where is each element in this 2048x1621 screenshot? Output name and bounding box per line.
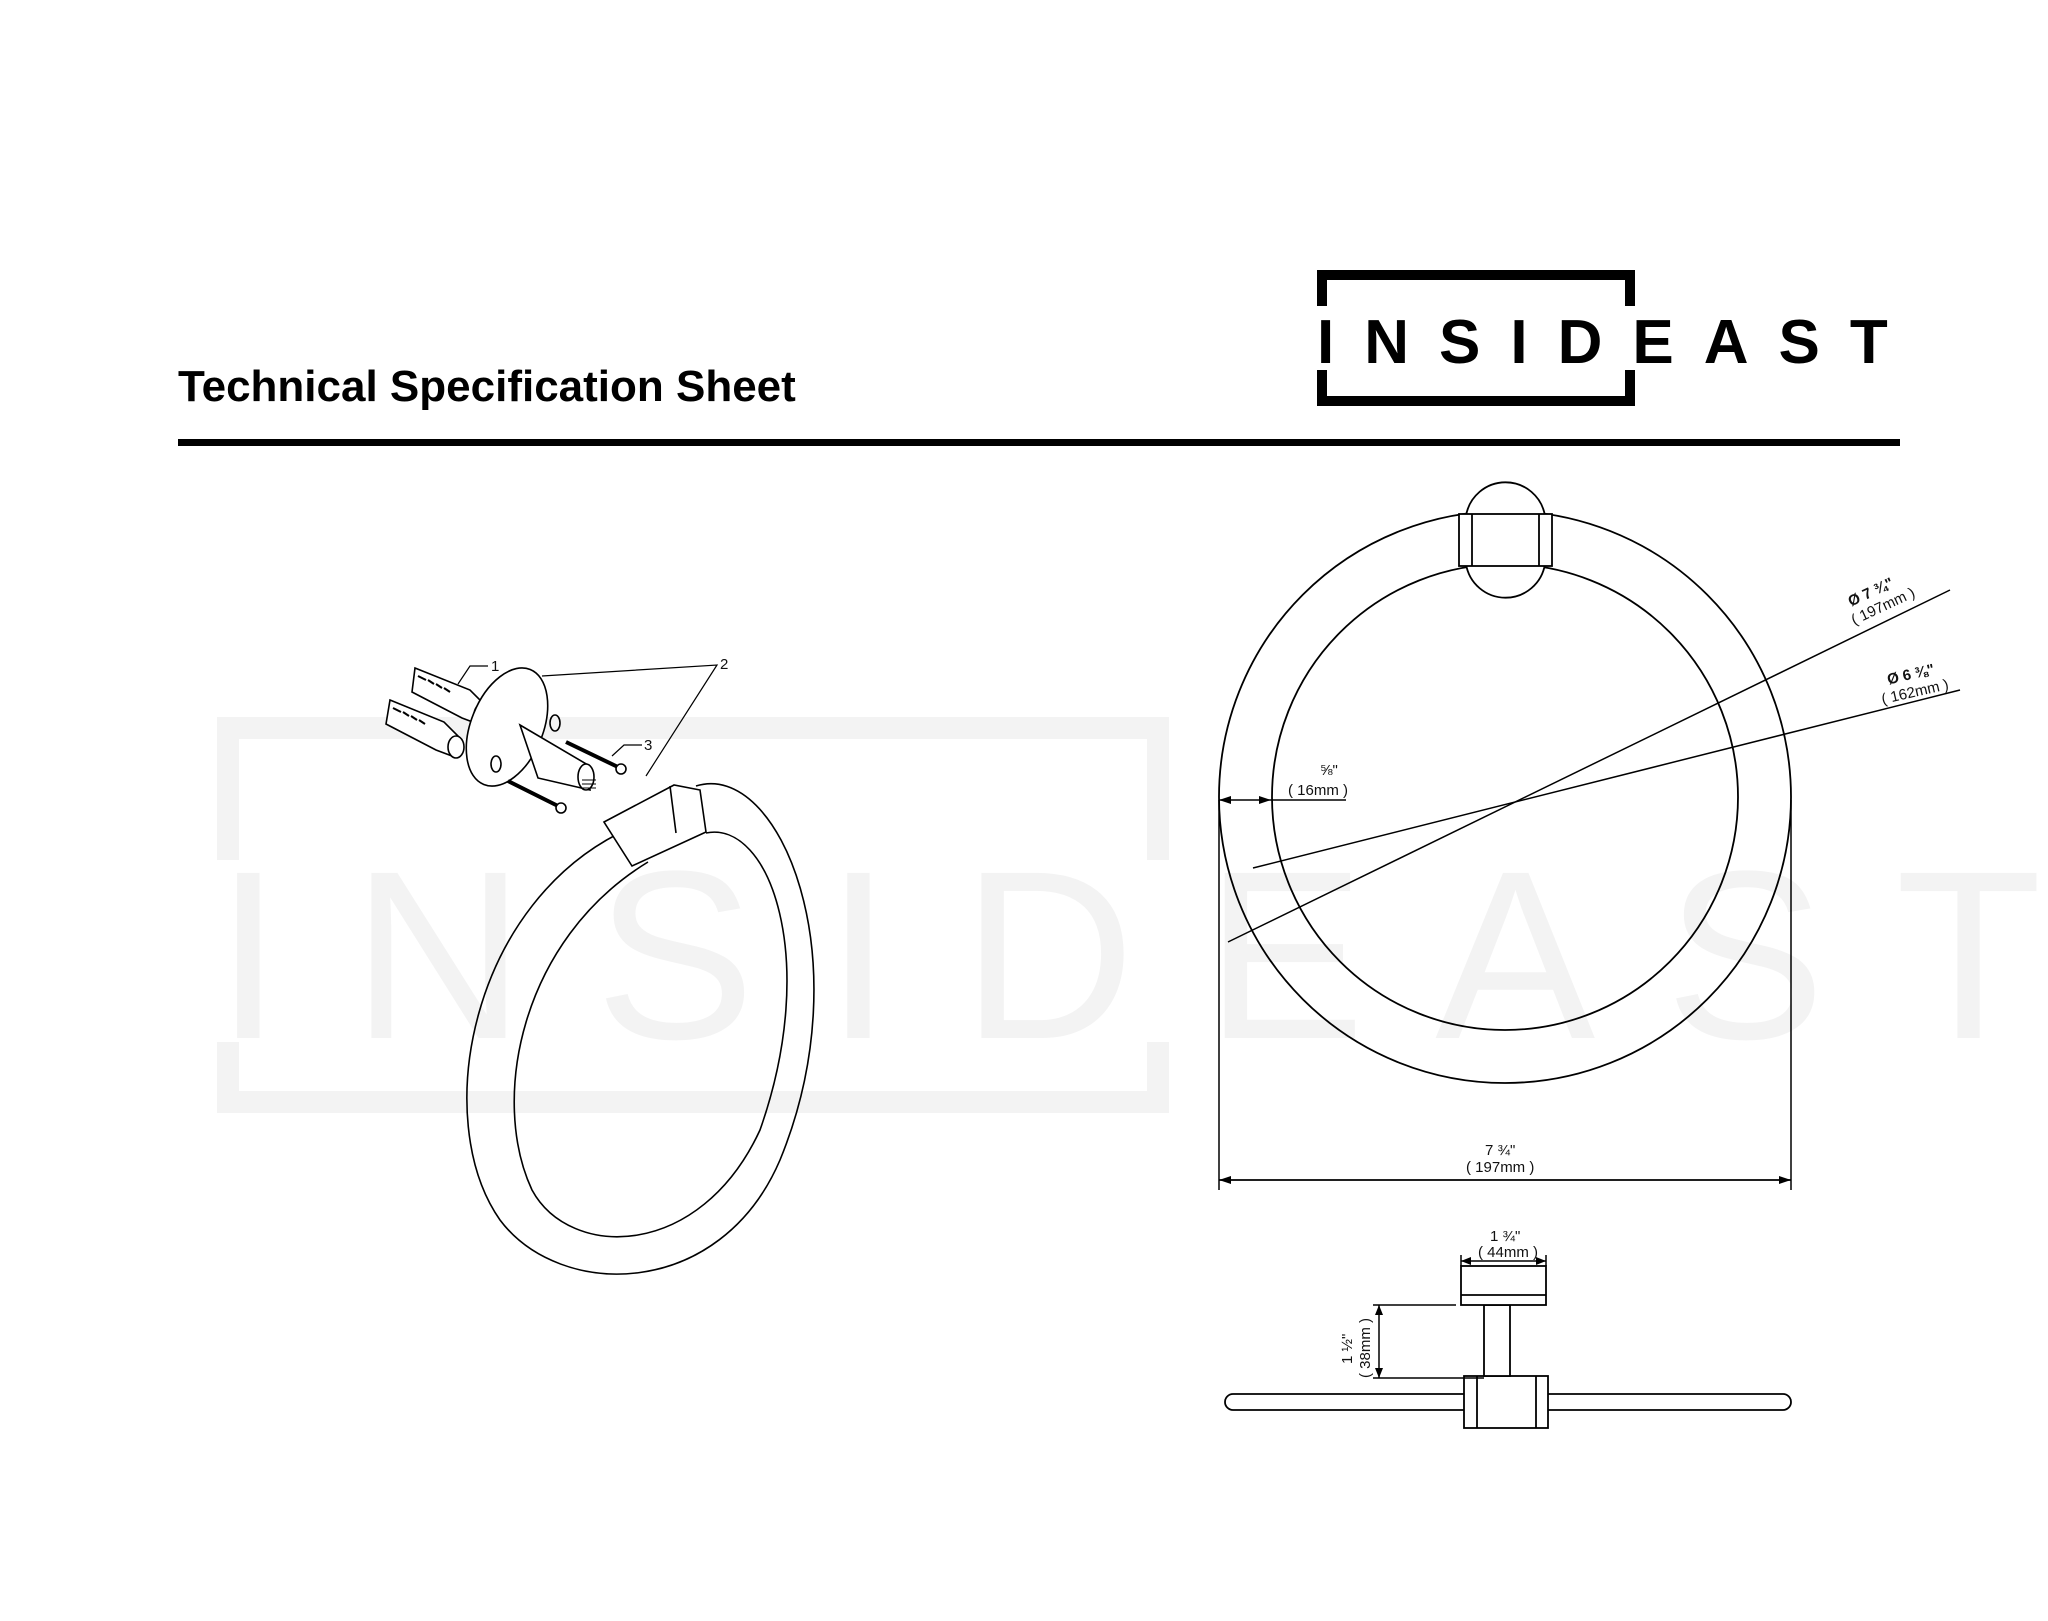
header-divider: [178, 439, 1900, 446]
callout-1-label: 1: [491, 658, 499, 675]
logo-frame-top: [1317, 270, 1635, 306]
side-dimension-arrows: [1375, 1257, 1546, 1378]
thickness-metric: ( 16mm ): [1288, 782, 1348, 799]
flange-width-imperial: 1 ¾": [1490, 1228, 1520, 1245]
callout-2-label: 2: [720, 656, 728, 673]
page-title: Technical Specification Sheet: [178, 362, 796, 411]
logo-frame-bottom: [1317, 370, 1635, 406]
side-view: [1224, 1255, 1792, 1429]
width-imperial: 7 ¾": [1485, 1142, 1515, 1159]
exploded-view: [385, 664, 815, 1275]
mounting-flange-icon: [465, 667, 596, 792]
logo-text: INSIDEAST: [1317, 308, 1918, 377]
flange-width-metric: ( 44mm ): [1478, 1244, 1538, 1261]
front-view: [1218, 481, 1961, 1190]
projection-imperial: 1 ½": [1339, 1334, 1356, 1364]
dimension-arrows: [1219, 796, 1791, 1184]
callout-3-label: 3: [644, 737, 652, 754]
towel-ring-isometric: [466, 783, 815, 1275]
width-metric: ( 197mm ): [1466, 1159, 1534, 1176]
projection-metric: ( 38mm ): [1357, 1318, 1374, 1378]
screw-icon: [565, 740, 627, 775]
wall-anchor-icon: [385, 698, 465, 759]
screw-icon: [507, 779, 567, 814]
brand-logo: INSIDEAST: [1317, 270, 1888, 420]
watermark: INSIDEAST: [215, 717, 2048, 1113]
watermark-text: INSIDEAST: [215, 821, 2048, 1089]
thickness-imperial: ⅝": [1320, 762, 1338, 779]
